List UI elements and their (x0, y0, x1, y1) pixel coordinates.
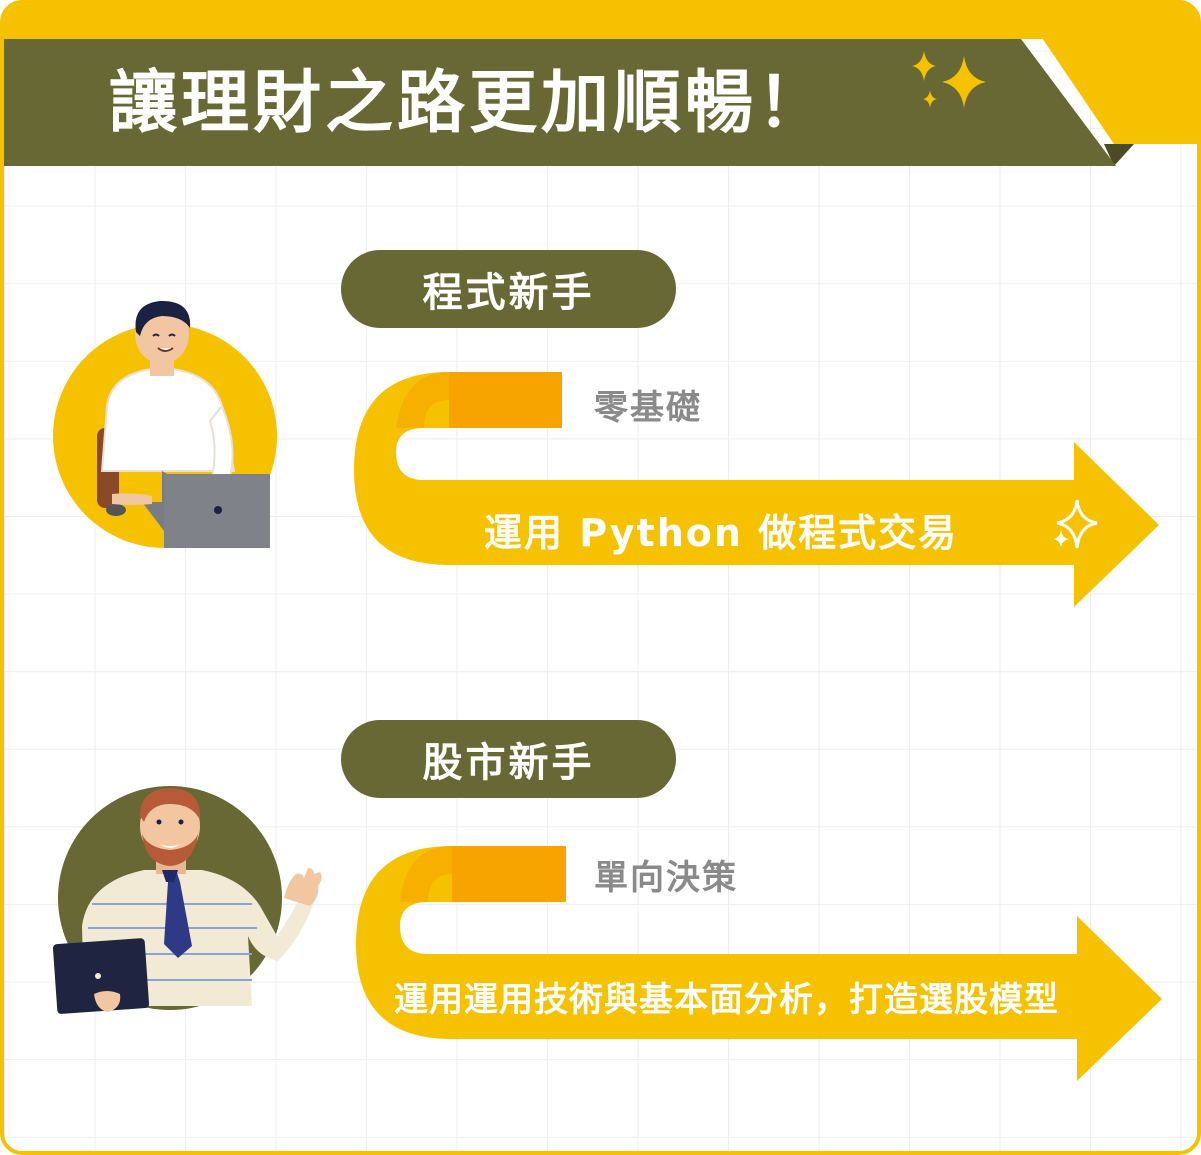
sparkle-icon (912, 51, 986, 108)
pill-programming-beginner: 程式新手 (341, 250, 676, 328)
arrow-text-python-trading: 運用 Python 做程式交易 (484, 511, 959, 555)
banner-title: 讓理財之路更加順暢！ (109, 64, 830, 143)
pill-stock-beginner: 股市新手 (341, 720, 676, 798)
person-laptop-illustration (53, 300, 277, 548)
sub-label-zero-basics: 零基礎 (594, 388, 702, 428)
sparkle-icon (1053, 499, 1098, 549)
sub-label-one-way-decision: 單向決策 (594, 858, 738, 898)
arrow-stock (356, 846, 1162, 1081)
arrow-text-stock-model: 運用運用技術與基本面分析，打造選股模型 (394, 980, 1059, 1020)
person-tablet-illustration (52, 786, 322, 1014)
header-banner (4, 4, 1197, 166)
arrow-programming (354, 372, 1159, 607)
